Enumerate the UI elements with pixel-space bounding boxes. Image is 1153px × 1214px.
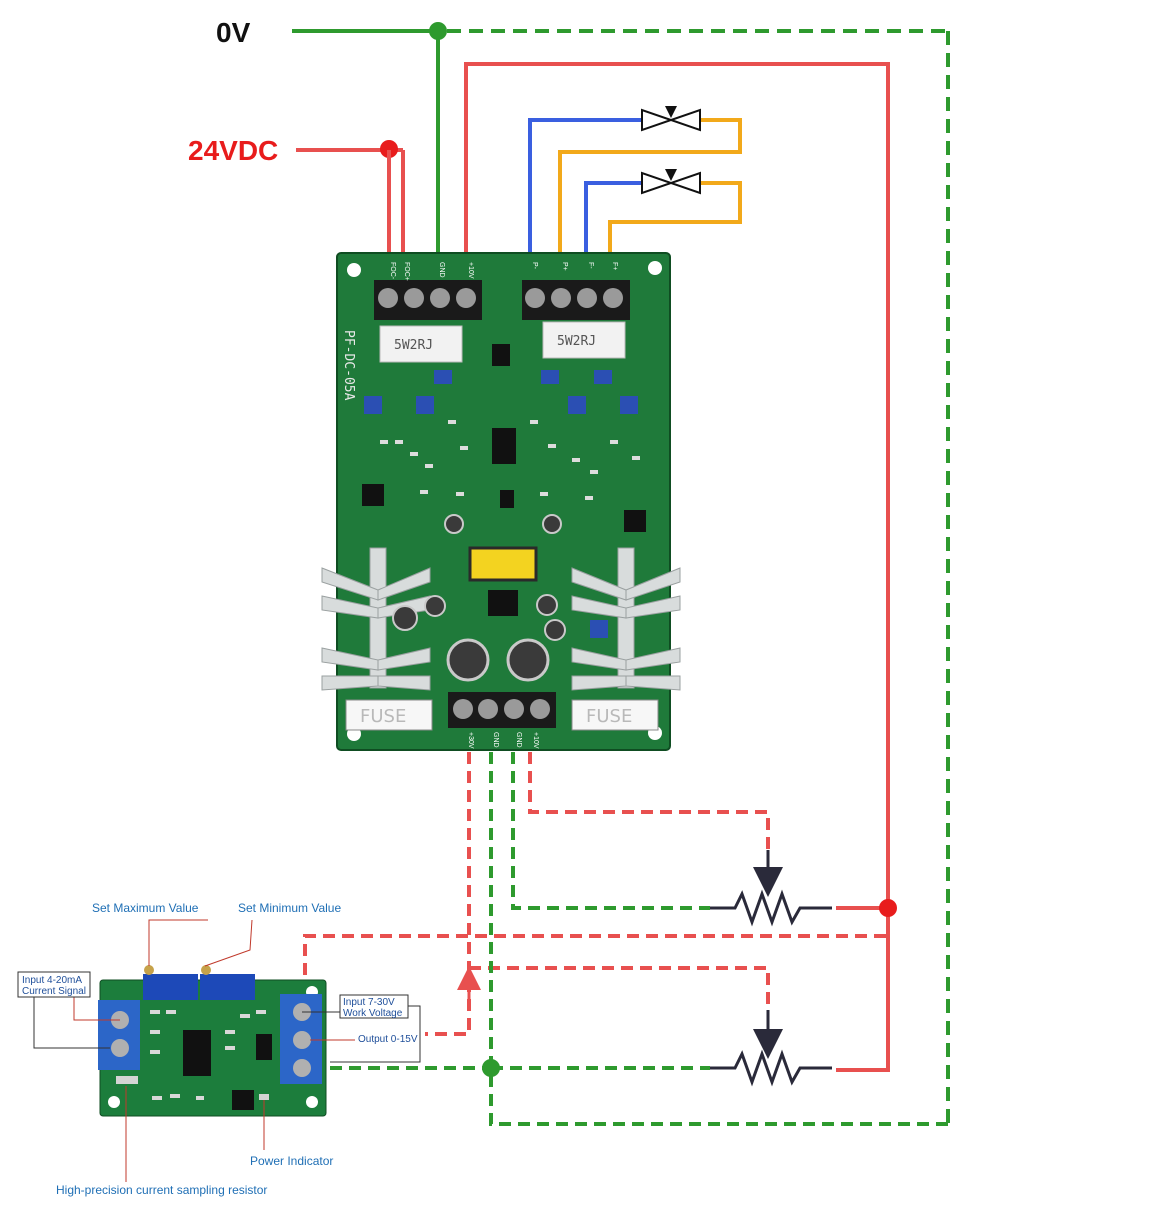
pin-label-foc-plus: FOC+ <box>403 262 410 281</box>
fuse-marking: FUSE <box>360 706 406 727</box>
supply-24v-wires <box>296 140 405 252</box>
pin-label-plus-10v: +10V <box>532 732 539 749</box>
power-led <box>259 1094 269 1100</box>
output-voltage-label: Output 0-15V <box>358 1034 418 1045</box>
work-voltage-label-1: Input 7-30V <box>343 997 395 1008</box>
main-controller-board: FOC- FOC+ GND +10V P- P+ F- F+ 5W2RJ 5W2… <box>321 252 681 751</box>
main-ground-wire <box>489 752 948 1126</box>
pin-label-foc-minus: FOC- <box>389 262 396 280</box>
fuse-left: FUSE <box>345 699 433 731</box>
capacitor <box>444 514 464 534</box>
transistor <box>256 1034 272 1060</box>
transformer <box>468 546 538 582</box>
plus-10v-ref-wire <box>464 62 897 1072</box>
trimmer-pot <box>434 370 452 384</box>
callout-lines <box>33 919 421 1182</box>
pin-label-p-minus: P- <box>531 262 538 270</box>
max-trim-pot <box>143 974 198 1000</box>
sampling-resistor-label: High-precision current sampling resistor <box>56 1183 267 1197</box>
trimmer-pot <box>364 396 382 414</box>
resistor-marking: 5W2RJ <box>394 338 433 353</box>
fuse-right: FUSE <box>571 699 659 731</box>
ic-chip <box>492 344 510 366</box>
resistor-marking: 5W2RJ <box>557 334 596 349</box>
plus-30v-feed-wire <box>425 752 471 1036</box>
pot1-ground-wire <box>511 752 710 910</box>
terminal-block-output <box>448 692 556 728</box>
ic-chip <box>183 1030 211 1076</box>
work-voltage-box: Input 7-30V Work Voltage <box>339 994 409 1019</box>
capacitor <box>424 595 446 617</box>
terminal-block-valves <box>522 280 630 320</box>
set-max-label: Set Maximum Value <box>92 901 199 915</box>
capacitor <box>392 605 418 631</box>
ic-chip <box>488 590 518 616</box>
capacitor <box>544 619 566 641</box>
pin-label-plus-10v: +10V <box>467 262 474 279</box>
input-signal-box: Input 4-20mA Current Signal <box>17 971 91 998</box>
heatsink-left <box>321 547 431 691</box>
junction-dot-icon <box>429 22 447 40</box>
output-terminal <box>280 994 322 1084</box>
sampling-resistor <box>116 1076 138 1084</box>
input-signal-label-2: Current Signal <box>22 986 86 997</box>
trimmer-pot <box>620 396 638 414</box>
module-input-wire <box>303 934 886 988</box>
heatsink-right <box>571 547 681 691</box>
terminal-block-power <box>374 280 482 320</box>
trimmer-pot <box>590 620 608 638</box>
zero-volt-label: 0V <box>216 17 251 48</box>
pin-label-gnd: GND <box>492 732 499 748</box>
capacitor <box>446 638 490 682</box>
power-indicator-label: Power Indicator <box>250 1154 333 1168</box>
input-terminal <box>98 1000 140 1070</box>
input-signal-label-1: Input 4-20mA <box>22 975 82 986</box>
trimmer-pot <box>416 396 434 414</box>
zero-volt-wires <box>292 22 950 1124</box>
ic-chip <box>500 490 514 508</box>
valve-icon <box>641 169 701 195</box>
junction-dot-icon <box>482 1059 500 1077</box>
potentiometer-icon <box>710 889 832 927</box>
pin-label-f-plus: F+ <box>611 262 618 270</box>
wiper-feed-wire-1 <box>528 752 770 850</box>
trimmer-pot <box>568 396 586 414</box>
work-voltage-label-2: Work Voltage <box>343 1008 403 1019</box>
ic-chip <box>362 484 384 506</box>
ic-chip <box>492 428 516 464</box>
pin-label-f-minus: F- <box>587 262 594 269</box>
fuse-marking: FUSE <box>586 706 632 727</box>
valve-icon <box>641 106 701 132</box>
potentiometer-icon <box>710 1049 832 1087</box>
pin-label-plus-30v: +30V <box>467 732 474 749</box>
pin-label-p-plus: P+ <box>561 262 568 271</box>
junction-dot-icon <box>380 140 398 158</box>
min-trim-pot <box>200 974 255 1000</box>
capacitor <box>542 514 562 534</box>
capacitor <box>536 594 558 616</box>
ic-chip <box>624 510 646 532</box>
signal-converter-module <box>98 965 327 1117</box>
pin-label-gnd: GND <box>438 262 445 278</box>
set-min-label: Set Minimum Value <box>238 901 341 915</box>
power-resistor: 5W2RJ <box>379 325 463 363</box>
trimmer-pot <box>594 370 612 384</box>
supply-24vdc-label: 24VDC <box>188 135 278 166</box>
ic-chip <box>232 1090 254 1110</box>
wiper-feed-wire-2 <box>469 966 770 1010</box>
junction-dot-icon <box>879 899 897 917</box>
pin-label-gnd: GND <box>515 732 522 748</box>
power-resistor: 5W2RJ <box>542 321 626 359</box>
board-marking: PF-DC-05A <box>341 330 356 401</box>
valve-wires <box>528 118 742 252</box>
trimmer-pot <box>541 370 559 384</box>
capacitor <box>506 638 550 682</box>
